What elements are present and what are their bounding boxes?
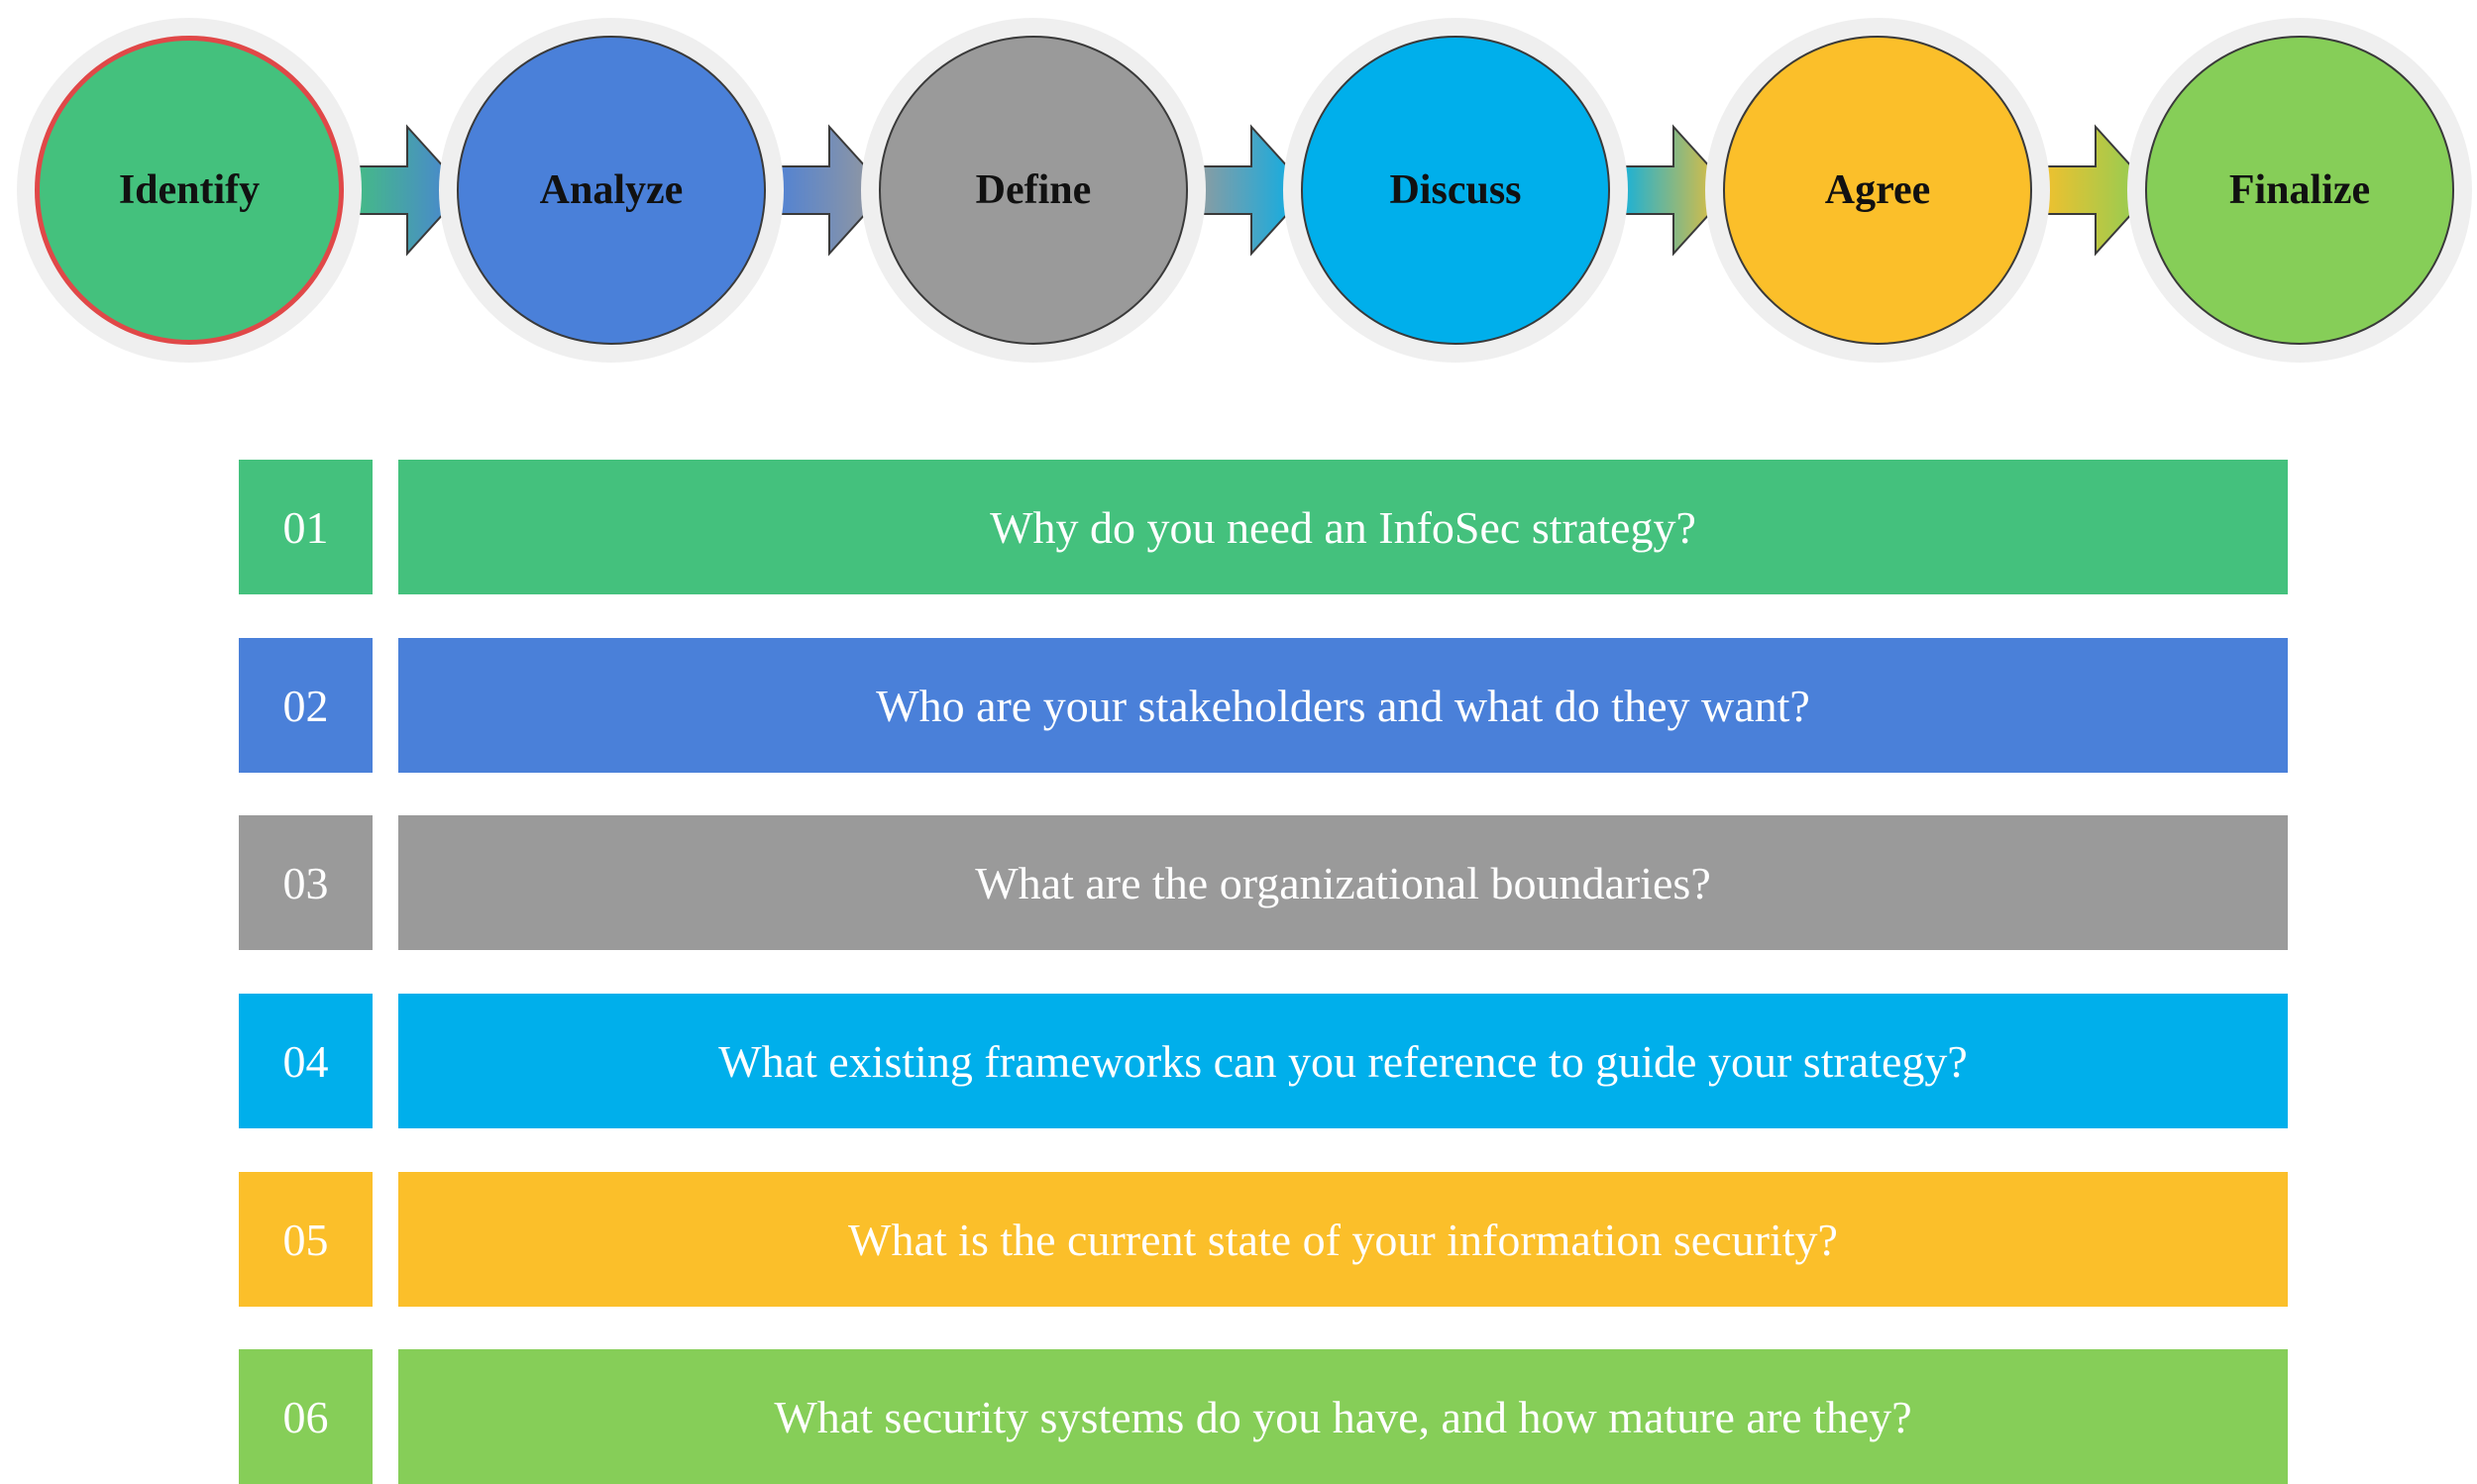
step-identify[interactable]: Identify bbox=[17, 18, 362, 363]
step-analyze-circle: Analyze bbox=[457, 36, 766, 345]
step-agree[interactable]: Agree bbox=[1705, 18, 2050, 363]
question-number-box: 06 bbox=[239, 1349, 373, 1484]
step-identify-label: Identify bbox=[118, 167, 261, 213]
question-number-box: 01 bbox=[239, 460, 373, 594]
step-agree-label: Agree bbox=[1824, 167, 1931, 213]
step-discuss-label: Discuss bbox=[1389, 167, 1522, 213]
question-row-05: 05 What is the current state of your inf… bbox=[239, 1172, 2288, 1307]
question-row-03: 03 What are the organizational boundarie… bbox=[239, 815, 2288, 950]
question-number-box: 02 bbox=[239, 638, 373, 773]
question-row-04: 04 What existing frameworks can you refe… bbox=[239, 994, 2288, 1128]
step-identify-circle: Identify bbox=[35, 36, 344, 345]
step-finalize-label: Finalize bbox=[2228, 167, 2371, 213]
question-number-box: 05 bbox=[239, 1172, 373, 1307]
process-arrows bbox=[343, 124, 2155, 257]
question-row-02: 02 Who are your stakeholders and what do… bbox=[239, 638, 2288, 773]
step-define-circle: Define bbox=[879, 36, 1188, 345]
step-analyze[interactable]: Analyze bbox=[439, 18, 784, 363]
step-agree-circle: Agree bbox=[1723, 36, 2032, 345]
question-number-box: 03 bbox=[239, 815, 373, 950]
question-row-01: 01 Why do you need an InfoSec strategy? bbox=[239, 460, 2288, 594]
question-text-bar: What are the organizational boundaries? bbox=[398, 815, 2288, 950]
step-analyze-label: Analyze bbox=[539, 167, 684, 213]
question-text-bar: Who are your stakeholders and what do th… bbox=[398, 638, 2288, 773]
process-flow: Identify Analyze Define Discuss Agree Fi… bbox=[0, 0, 2477, 363]
question-text-bar: What security systems do you have, and h… bbox=[398, 1349, 2288, 1484]
step-discuss[interactable]: Discuss bbox=[1283, 18, 1628, 363]
step-define-label: Define bbox=[975, 167, 1092, 213]
step-define[interactable]: Define bbox=[861, 18, 1206, 363]
step-finalize-circle: Finalize bbox=[2145, 36, 2454, 345]
question-row-06: 06 What security systems do you have, an… bbox=[239, 1349, 2288, 1484]
step-discuss-circle: Discuss bbox=[1301, 36, 1610, 345]
question-text-bar: Why do you need an InfoSec strategy? bbox=[398, 460, 2288, 594]
question-text-bar: What is the current state of your inform… bbox=[398, 1172, 2288, 1307]
step-finalize[interactable]: Finalize bbox=[2127, 18, 2472, 363]
question-number-box: 04 bbox=[239, 994, 373, 1128]
question-text-bar: What existing frameworks can you referen… bbox=[398, 994, 2288, 1128]
